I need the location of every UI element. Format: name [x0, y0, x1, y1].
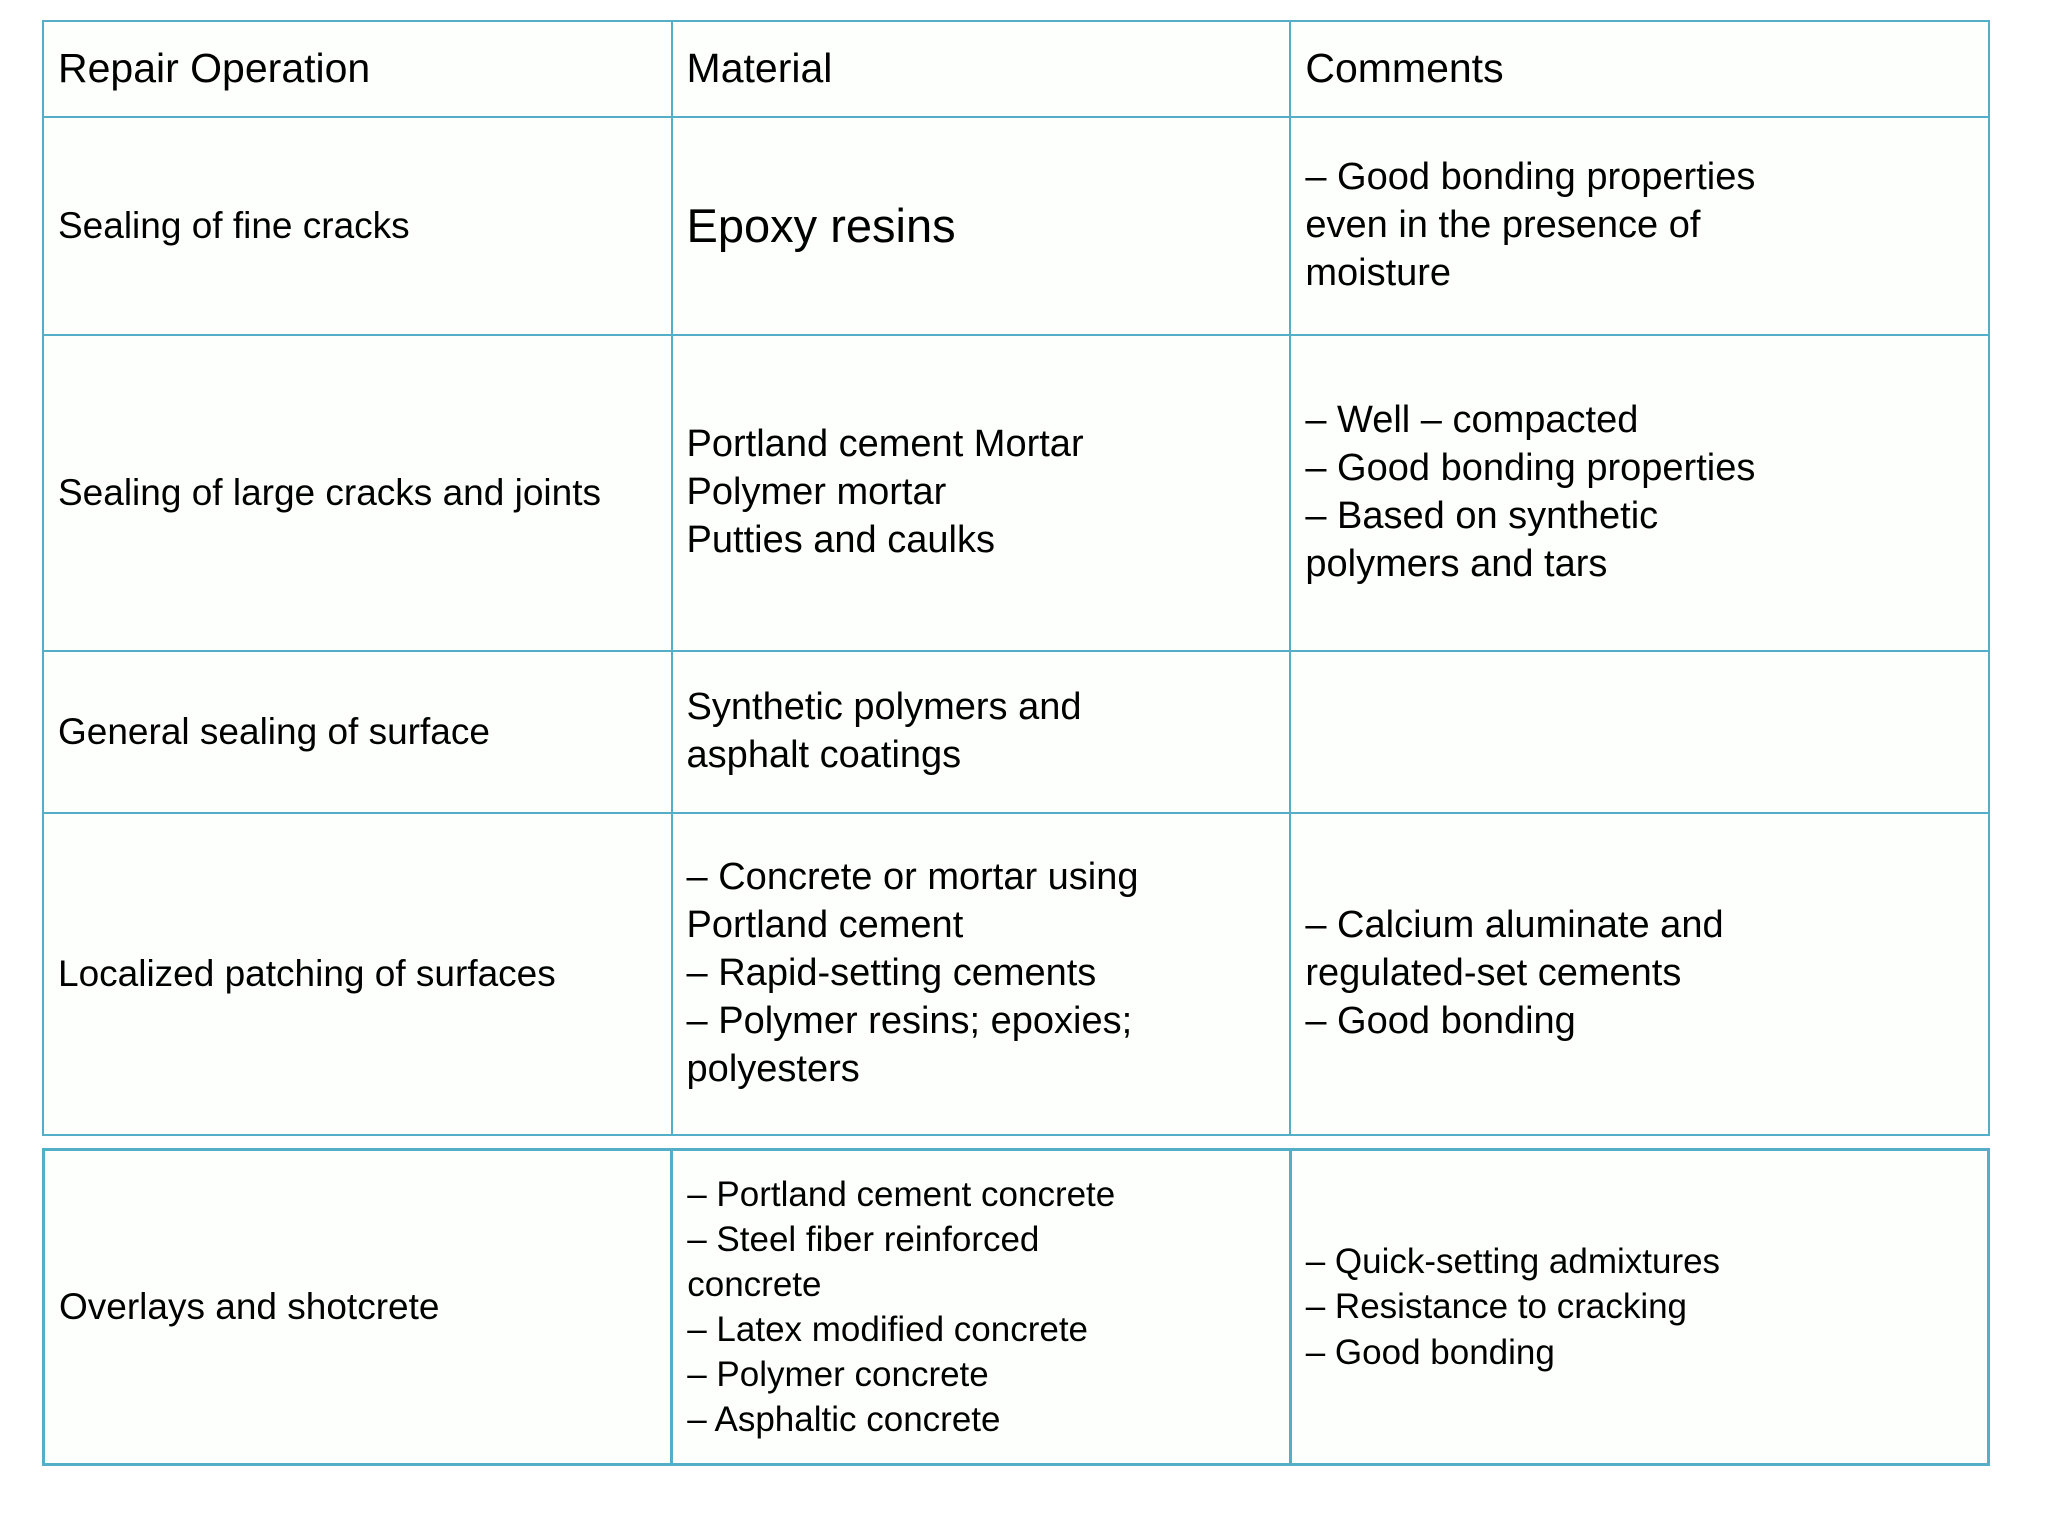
text-line: asphalt coatings: [686, 734, 962, 776]
text-line: – Concrete or mortar using: [686, 856, 1139, 899]
cell-comments: – Calcium aluminate and regulated-set cem…: [1289, 812, 1990, 1136]
table-body: Sealing of fine cracks Epoxy resins – Go…: [42, 116, 1990, 1136]
text-line: moisture: [1305, 251, 1452, 294]
cell-operation: Localized patching of surfaces: [42, 812, 673, 1136]
text-line: – Latex modified concrete: [687, 1310, 1089, 1349]
cell-comments: [1289, 650, 1990, 814]
table-body-last: Overlays and shotcrete – Portland cement…: [41, 1148, 1991, 1466]
comment-line-list: – Good bonding properties even in the pre…: [1305, 154, 1974, 298]
cell-operation: Sealing of large cracks and joints: [42, 334, 673, 652]
text-line: Polymer mortar: [686, 471, 947, 514]
material-line-list: Epoxy resins: [687, 196, 1276, 255]
text-line: – Quick-setting admixtures: [1305, 1242, 1721, 1282]
cell-material: Synthetic polymers and asphalt coatings: [670, 650, 1292, 814]
text-line: – Well – compacted: [1305, 399, 1639, 442]
text-line: – Polymer resins; epoxies;: [686, 999, 1133, 1042]
text-line: concrete: [687, 1264, 822, 1304]
column-header-material: Material: [670, 20, 1292, 118]
cell-operation: Overlays and shotcrete: [41, 1148, 674, 1466]
text-line: – Based on synthetic: [1305, 495, 1659, 537]
repair-operations-table-last-block: Overlays and shotcrete – Portland cement…: [41, 1148, 1991, 1466]
table-row: General sealing of surface Synthetic pol…: [42, 650, 1990, 814]
text-line: – Portland cement concrete: [687, 1174, 1116, 1214]
repair-operations-table: Repair Operation Material Comments Seali…: [42, 20, 1990, 1136]
text-line: – Good bonding: [1305, 999, 1576, 1042]
text-line: Portland cement: [686, 904, 964, 947]
column-header-comments: Comments: [1289, 20, 1990, 118]
text-line: – Good bonding properties: [1305, 447, 1756, 490]
cell-comments: – Quick-setting admixtures – Resistance t…: [1288, 1148, 1991, 1466]
comment-line-list: – Quick-setting admixtures – Resistance t…: [1306, 1239, 1973, 1374]
cell-material: – Portland cement concrete – Steel fiber …: [670, 1148, 1292, 1466]
text-line: – Polymer concrete: [687, 1355, 989, 1395]
material-line-list: – Portland cement concrete – Steel fiber …: [687, 1172, 1275, 1443]
text-line: – Steel fiber reinforced: [687, 1219, 1040, 1259]
text-line: polyesters: [686, 1047, 860, 1090]
cell-operation: General sealing of surface: [42, 650, 673, 814]
comment-line-list: – Well – compacted – Good bonding propert…: [1305, 397, 1974, 589]
text-line: – Good bonding: [1305, 1332, 1555, 1372]
column-header-repair-operation: Repair Operation: [42, 20, 673, 118]
text-line: Epoxy resins: [686, 199, 956, 253]
text-line: Portland cement Mortar: [686, 423, 1084, 466]
text-line: regulated-set cements: [1305, 952, 1682, 995]
table-row: Localized patching of surfaces – Concret…: [42, 812, 1990, 1136]
cell-material: Epoxy resins: [670, 116, 1292, 336]
header-row: Repair Operation Material Comments: [42, 20, 1990, 118]
text-line: – Asphaltic concrete: [687, 1400, 1001, 1440]
table-block-divider: [42, 1136, 1990, 1148]
material-line-list: Synthetic polymers and asphalt coatings: [687, 684, 1276, 780]
text-line: Putties and caulks: [686, 518, 995, 561]
table-row: Overlays and shotcrete – Portland cement…: [41, 1148, 1991, 1466]
text-line: polymers and tars: [1305, 542, 1608, 585]
text-line: – Good bonding properties: [1305, 156, 1756, 199]
table-row: Sealing of fine cracks Epoxy resins – Go…: [42, 116, 1990, 336]
table-header: Repair Operation Material Comments: [42, 20, 1990, 118]
comment-line-list: – Calcium aluminate and regulated-set cem…: [1305, 902, 1974, 1046]
text-line: even in the presence of: [1305, 204, 1701, 247]
cell-comments: – Well – compacted – Good bonding propert…: [1289, 334, 1990, 652]
cell-operation: Sealing of fine cracks: [42, 116, 673, 336]
table-row: Sealing of large cracks and joints Portl…: [42, 334, 1990, 652]
cell-comments: – Good bonding properties even in the pre…: [1289, 116, 1990, 336]
text-line: – Resistance to cracking: [1305, 1287, 1688, 1327]
text-line: – Rapid-setting cements: [686, 952, 1097, 995]
text-line: – Calcium aluminate and: [1305, 904, 1724, 947]
text-line: Synthetic polymers and: [686, 686, 1082, 729]
